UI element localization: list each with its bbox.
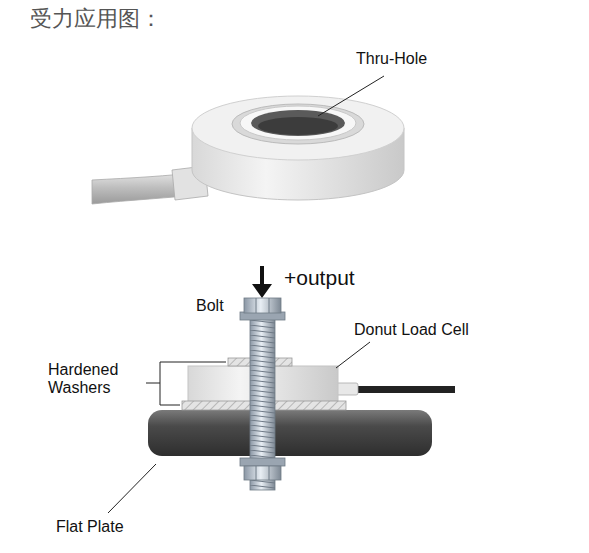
signal-label: +output: [284, 266, 355, 290]
leader-line: [108, 464, 156, 513]
part-label: Donut Load Cell: [354, 321, 469, 339]
cable-bottom: [330, 383, 455, 395]
nut: [240, 458, 285, 480]
donut-load-cell-top: [192, 96, 404, 200]
part-label: Bolt: [196, 297, 224, 315]
washer-bracket: [146, 362, 226, 405]
part-label: Hardened Washers: [48, 361, 142, 398]
part-label: Thru-Hole: [356, 50, 427, 68]
page-title: 受力应用图：: [30, 6, 162, 31]
leader-line: [318, 76, 384, 116]
bolt: [240, 298, 285, 490]
leader-line: [336, 342, 370, 368]
force-arrow: [252, 266, 272, 298]
cable-top: [92, 166, 208, 204]
part-label: Flat Plate: [56, 518, 124, 536]
flat-plate: [148, 410, 432, 456]
